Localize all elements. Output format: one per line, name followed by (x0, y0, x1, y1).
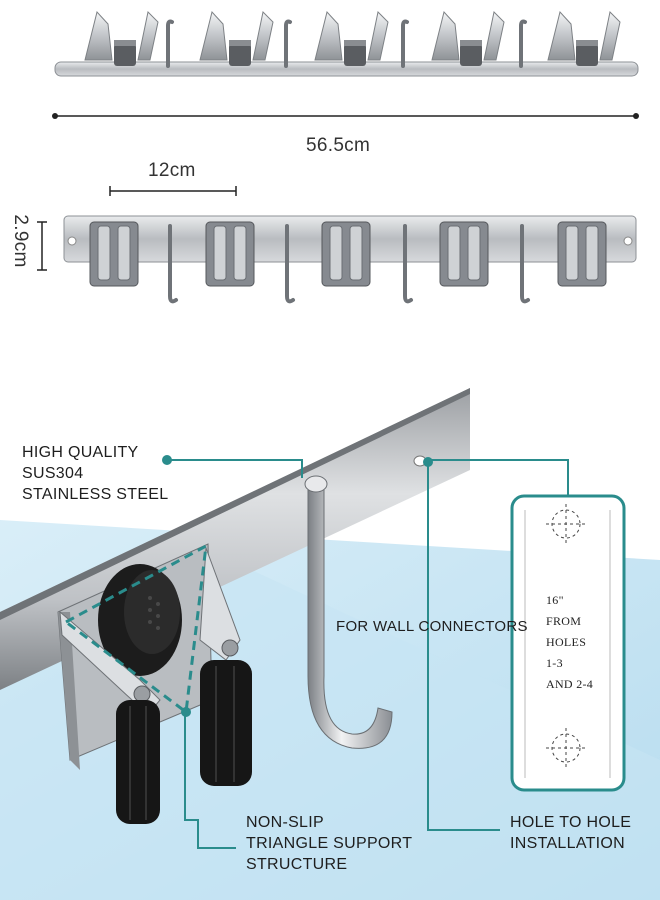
callout-dot-hole (423, 457, 433, 467)
material-callout: HIGH QUALITY SUS304 STAINLESS STEEL (22, 442, 168, 505)
hooks-top-view (168, 224, 530, 304)
material-line-1: HIGH QUALITY (22, 444, 139, 461)
triangle-support-indicator (63, 543, 208, 715)
hooks-front (166, 19, 527, 68)
rack-top-view (63, 215, 637, 304)
closeup-hook (304, 475, 393, 749)
hole-spacing-panel (510, 494, 626, 792)
height-label: 2.9cm (10, 214, 31, 268)
clip-spacing-label: 12cm (148, 160, 196, 181)
callout-lines (170, 459, 569, 849)
installation-callout: HOLE TO HOLE INSTALLATION (510, 812, 631, 854)
note-line-3: HOLES (546, 635, 587, 649)
hole-spacing-note: 16" FROM HOLES 1-3 AND 2-4 (546, 590, 593, 695)
wall-connectors-label: FOR WALL CONNECTORS (336, 618, 528, 635)
support-line-1: NON-SLIP (246, 814, 324, 831)
callout-dot-support (181, 707, 191, 717)
spacing-dimension-line (109, 186, 237, 196)
installation-line-1: HOLE TO HOLE (510, 814, 632, 831)
note-line-1: 16" (546, 593, 564, 607)
installation-line-2: INSTALLATION (510, 835, 626, 852)
support-line-3: STRUCTURE (246, 856, 348, 873)
callout-dot-material (162, 455, 172, 465)
support-line-2: TRIANGLE SUPPORT (246, 835, 413, 852)
note-line-4: 1-3 (546, 656, 563, 670)
note-line-5: AND 2-4 (546, 677, 594, 691)
clip-front-1 (84, 10, 159, 66)
support-callout: NON-SLIP TRIANGLE SUPPORT STRUCTURE (246, 812, 412, 875)
clip-front-4 (431, 10, 505, 66)
note-line-2: FROM (546, 614, 582, 628)
material-line-2: SUS304 (22, 465, 84, 482)
clip-front-5 (547, 10, 621, 66)
rack-front-view (54, 10, 639, 77)
clip-front-2 (199, 10, 274, 66)
length-dimension-line (52, 113, 639, 119)
height-dimension-line (37, 221, 47, 271)
material-line-3: STAINLESS STEEL (22, 486, 169, 503)
total-length-label: 56.5cm (306, 135, 371, 156)
clip-front-3 (314, 10, 389, 66)
